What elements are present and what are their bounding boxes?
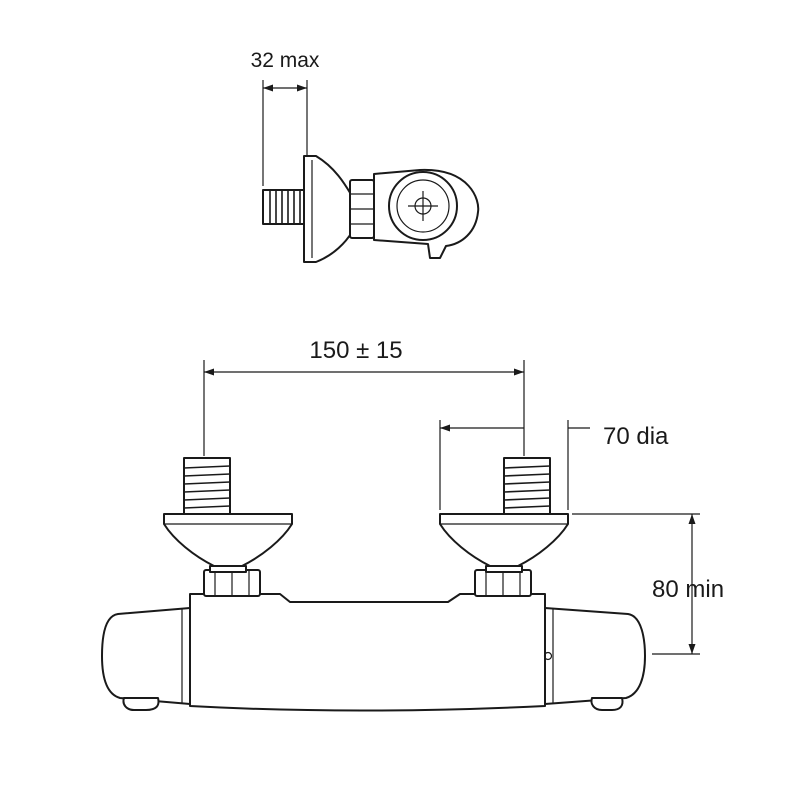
dim-side-projection: 32 max — [251, 49, 320, 186]
side-hex-nut — [349, 179, 375, 239]
front-view: 150 ± 15 70 dia 80 min — [101, 337, 724, 712]
side-flange — [303, 155, 353, 263]
right-indicator-dot — [543, 651, 553, 661]
dim-height-label: 80 min — [652, 576, 724, 603]
side-thread — [262, 189, 308, 225]
dim-flange-diameter: 70 dia — [439, 420, 669, 510]
dim-centers: 150 ± 15 — [203, 337, 525, 456]
left-foot — [122, 697, 160, 711]
dim-height: 80 min — [572, 513, 724, 655]
dim-centers-label: 150 ± 15 — [309, 337, 402, 364]
left-inlet — [163, 457, 293, 597]
right-end-cap — [544, 607, 646, 705]
right-foot — [590, 697, 624, 711]
dim-flange-diameter-label: 70 dia — [603, 423, 669, 450]
dim-side-projection-label: 32 max — [251, 49, 320, 72]
side-view: 32 max — [251, 49, 480, 263]
left-end-cap — [101, 607, 191, 705]
right-inlet — [439, 457, 569, 597]
front-bar-body — [189, 593, 546, 712]
